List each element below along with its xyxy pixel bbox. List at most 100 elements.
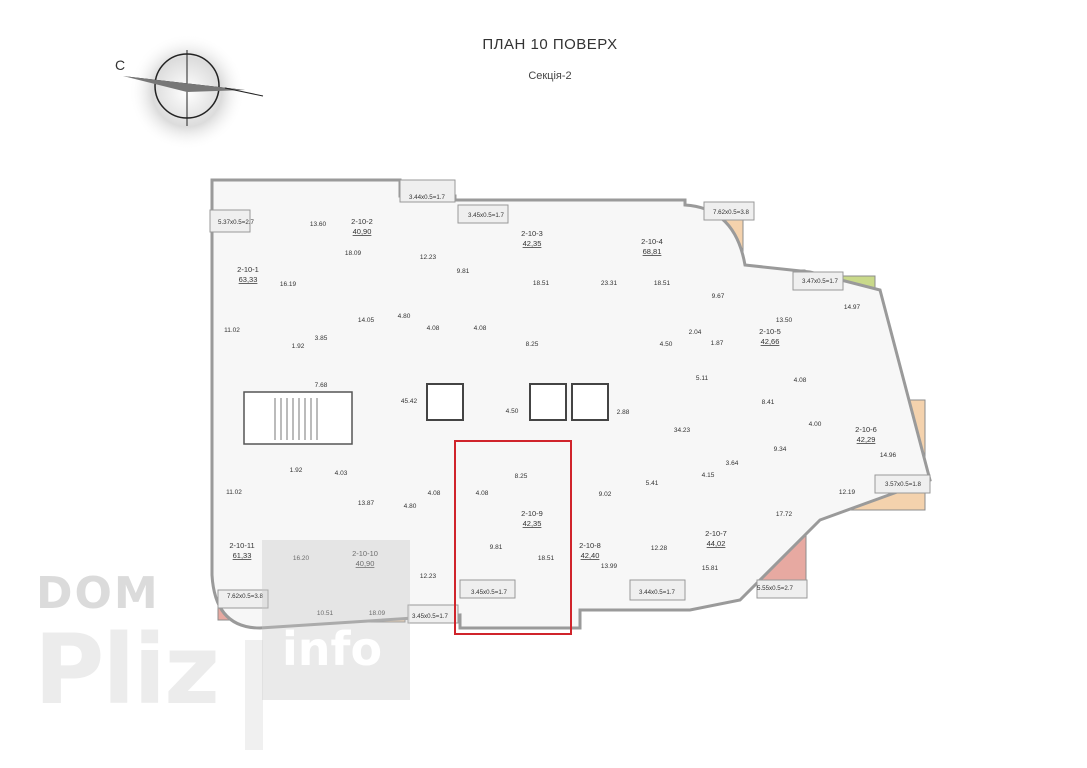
watermark-info-box: info	[262, 540, 410, 700]
watermark-pliz: Pliz	[34, 614, 220, 726]
selected-apartment-highlight[interactable]	[454, 440, 572, 635]
room-area-11: 9.81	[457, 268, 470, 275]
apartment-id-2-10-1: 2-10-1	[237, 265, 259, 274]
balcony-strip-7	[756, 579, 808, 599]
room-area-29: 12.19	[839, 489, 856, 496]
room-area-28: 14.96	[880, 452, 897, 459]
elevator-3	[571, 383, 609, 421]
apartment-area-2-10-7: 44,02	[707, 539, 726, 548]
room-area-53: 4.15	[702, 472, 715, 479]
balcony-label-8: 3.44x0.5=1.7	[639, 589, 676, 596]
room-area-52: 12.28	[651, 545, 668, 552]
apartment-area-2-10-1: 63,33	[239, 275, 258, 284]
apartment-area-2-10-10: 40,90	[356, 559, 375, 568]
apartment-id-2-10-4: 2-10-4	[641, 237, 663, 246]
room-area-56: 15.81	[702, 565, 719, 572]
room-area-49: 9.02	[599, 491, 612, 498]
room-area-21: 5.11	[696, 375, 709, 382]
room-area-7: 18.09	[345, 250, 362, 257]
room-area-33: 4.50	[506, 408, 519, 415]
apartment-area-2-10-3: 42,35	[523, 239, 542, 248]
room-area-9: 4.80	[398, 313, 411, 320]
apartment-id-2-10-7: 2-10-7	[705, 529, 727, 538]
room-area-31: 45.42	[401, 398, 418, 405]
balcony-label-3: 3.45x0.5=1.7	[468, 212, 505, 219]
room-area-40: 10.51	[317, 610, 334, 617]
room-area-51: 13.99	[601, 563, 618, 570]
apartment-area-2-10-2: 40,90	[353, 227, 372, 236]
apartment-area-2-10-6: 42,29	[857, 435, 876, 444]
apartment-id-2-10-6: 2-10-6	[855, 425, 877, 434]
section-label: Секція-2	[528, 70, 572, 82]
room-area-45: 4.08	[476, 490, 489, 497]
balcony-label-10: 3.45x0.5=1.7	[412, 613, 449, 620]
apartment-area-2-10-11: 61,33	[233, 551, 252, 560]
room-area-17: 4.50	[660, 341, 673, 348]
room-area-39: 16.20	[293, 555, 310, 562]
room-area-54: 3.64	[726, 460, 739, 467]
apartment-area-2-10-8: 42,40	[581, 551, 600, 560]
room-area-20: 1.87	[711, 340, 724, 347]
apartment-area-2-10-9: 42,35	[523, 519, 542, 528]
room-area-27: 9.34	[774, 446, 787, 453]
plan-title: ПЛАН 10 ПОВЕРХ	[482, 36, 618, 53]
compass-icon: С	[115, 34, 264, 150]
room-area-6: 14.05	[358, 317, 375, 324]
room-area-55: 17.72	[776, 511, 793, 518]
room-area-36: 1.92	[290, 467, 303, 474]
room-area-25: 8.41	[762, 399, 775, 406]
room-area-10: 4.08	[427, 325, 440, 332]
balcony-strip-11	[217, 589, 269, 609]
room-area-30: 34.23	[674, 427, 691, 434]
compass-north-letter: С	[115, 57, 125, 73]
room-area-24: 4.08	[794, 377, 807, 384]
balcony-label-4: 7.62x0.5=3.8	[713, 209, 750, 216]
room-area-43: 4.80	[404, 503, 417, 510]
room-area-12: 18.51	[533, 280, 550, 287]
room-area-2: 16.19	[280, 281, 297, 288]
balcony-strip-4	[703, 201, 755, 221]
room-area-35: 11.02	[226, 489, 242, 496]
walls	[209, 178, 932, 630]
room-area-50: 5.41	[646, 480, 659, 487]
watermark-dom: DOM	[36, 568, 160, 619]
room-area-37: 4.03	[335, 470, 348, 477]
apartment-id-2-10-9: 2-10-9	[521, 509, 543, 518]
apartment-id-2-10-8: 2-10-8	[579, 541, 601, 550]
room-area-5: 3.85	[315, 335, 328, 342]
balcony-strip-9	[459, 579, 516, 599]
room-area-4: 1.92	[292, 343, 305, 350]
balcony-strip-6	[874, 474, 931, 494]
apartment-id-2-10-11: 2-10-11	[229, 541, 254, 550]
balcony-strip-1	[209, 209, 251, 233]
room-area-15: 23.31	[601, 280, 618, 287]
room-area-19: 2.04	[689, 329, 702, 336]
room-area-8: 12.23	[420, 254, 437, 261]
room-area-16: 18.51	[654, 280, 671, 287]
room-area-13: 4.08	[474, 325, 487, 332]
room-area-1: 13.60	[310, 221, 327, 228]
apartment-id-2-10-10: 2-10-10	[352, 549, 378, 558]
room-area-14: 8.25	[526, 341, 539, 348]
balcony-label-6: 3.57x0.5=1.8	[885, 481, 922, 488]
elevator-2	[529, 383, 567, 421]
room-area-23: 14.97	[844, 304, 861, 311]
apartment-id-2-10-2: 2-10-2	[351, 217, 373, 226]
apartment-id-2-10-3: 2-10-3	[521, 229, 543, 238]
balcony-label-2: 3.44x0.5=1.7	[409, 194, 446, 201]
room-area-48: 18.51	[538, 555, 555, 562]
room-area-34: 2.88	[617, 409, 630, 416]
apartment-area-2-10-5: 42,66	[761, 337, 780, 346]
room-area-41: 18.09	[369, 610, 386, 617]
balcony-label-11: 7.62x0.5=3.8	[227, 593, 264, 600]
room-area-32: 7.68	[315, 382, 328, 389]
balcony-label-1: 5.37x0.5=2.7	[218, 219, 255, 226]
room-area-47: 9.81	[490, 544, 503, 551]
balcony-strip-10	[407, 604, 459, 624]
room-area-18: 9.67	[712, 293, 725, 300]
balcony-label-7: 5.55x0.5=2.7	[757, 585, 794, 592]
apartment-id-2-10-5: 2-10-5	[759, 327, 781, 336]
balcony-strip-3	[457, 204, 509, 224]
room-area-38: 13.87	[358, 500, 375, 507]
